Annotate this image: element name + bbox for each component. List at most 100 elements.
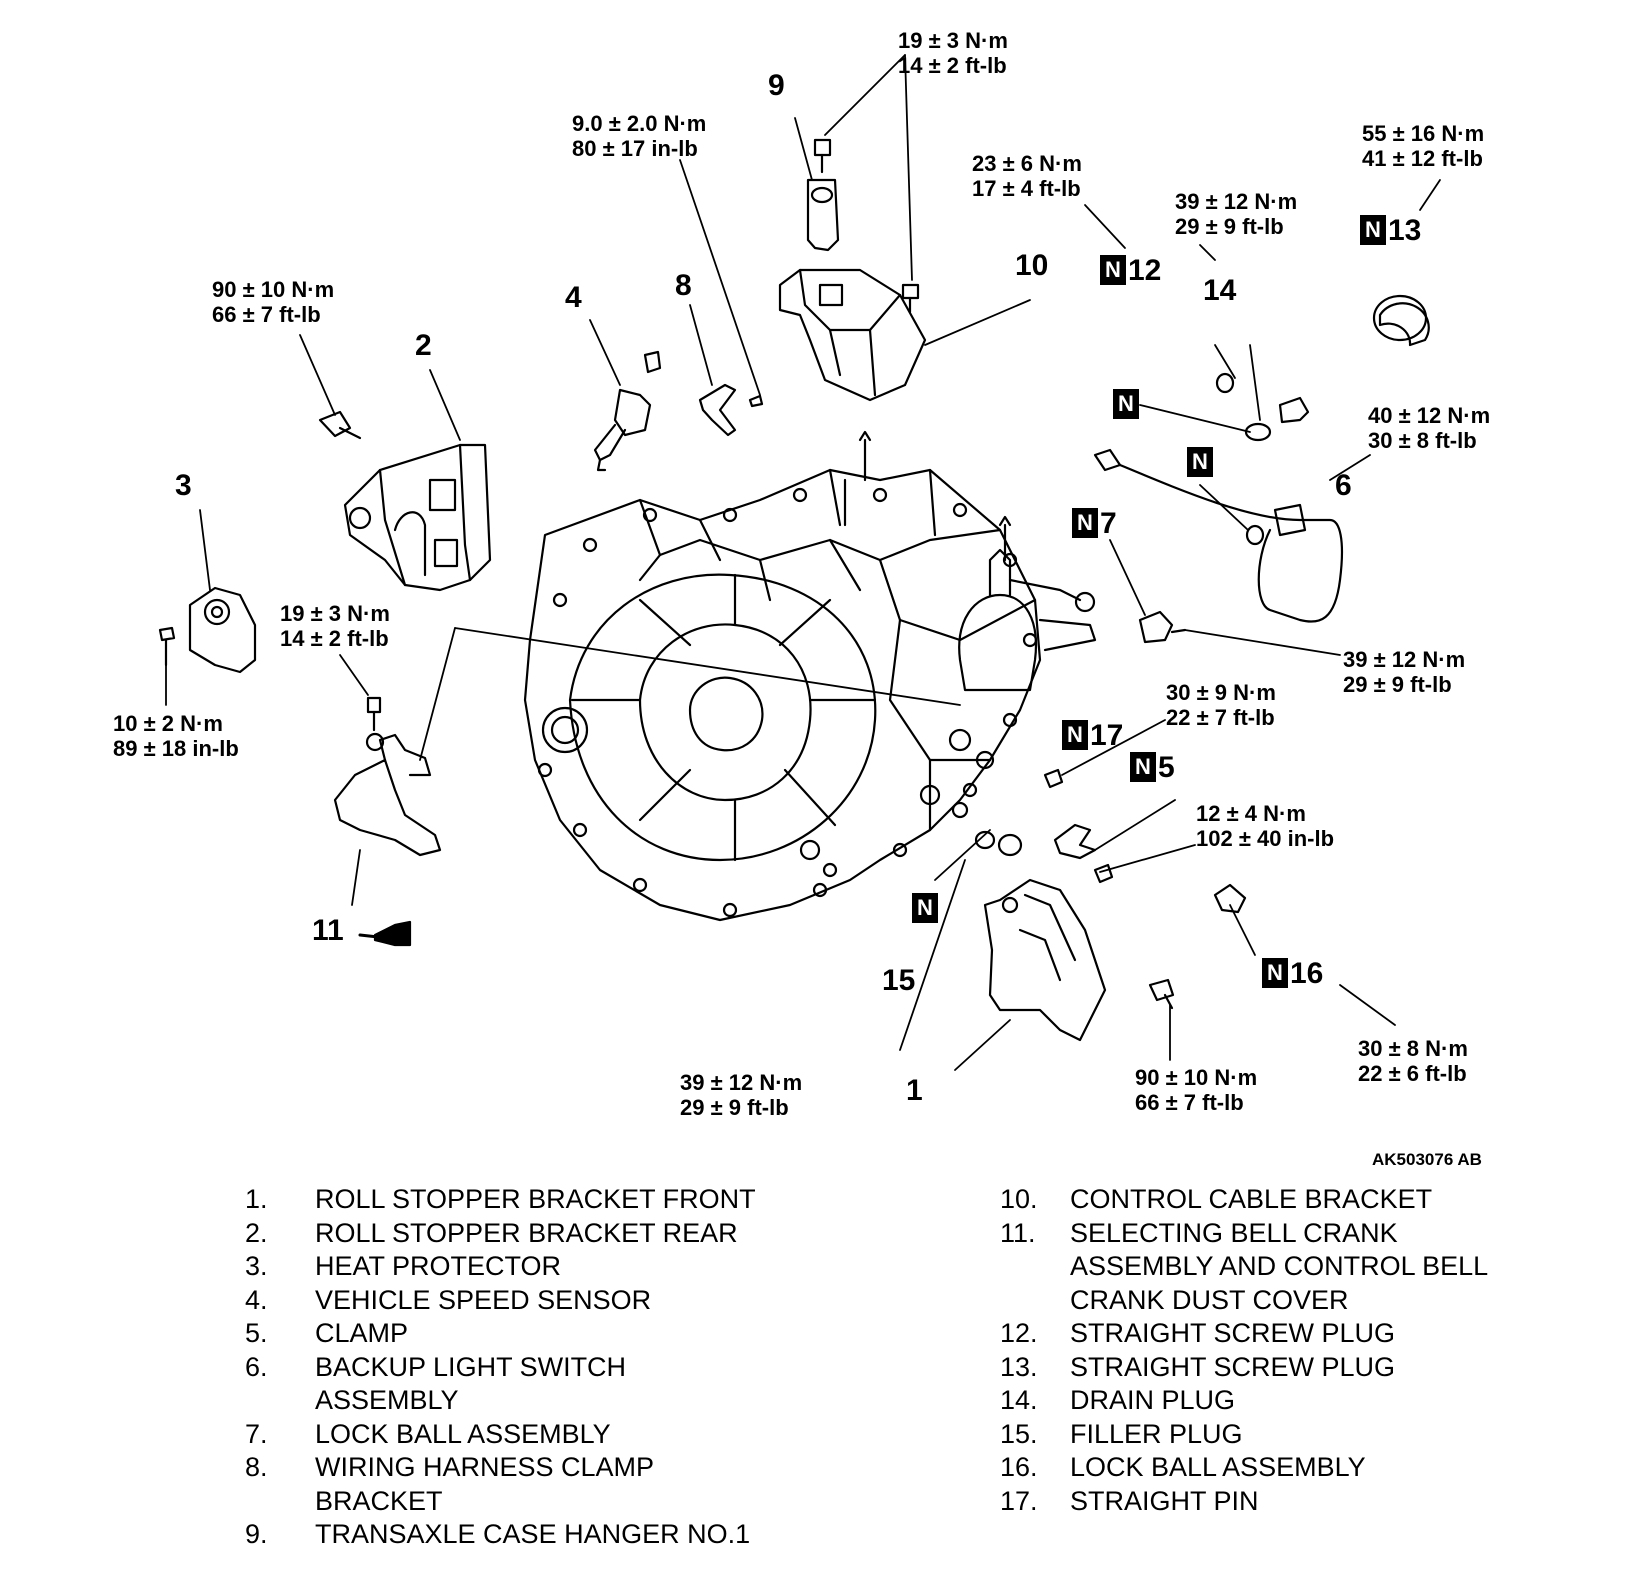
legend-item-number [245,1485,315,1519]
legend-item-number: 11. [1000,1217,1036,1248]
part-wiring-harness-clamp-bracket [698,383,764,437]
callout-6: 6 [1335,469,1352,502]
legend-item-label: STRAIGHT PIN [1070,1485,1259,1516]
legend-item-label: STRAIGHT SCREW PLUG [1070,1318,1396,1348]
legend-item: 11. SELECTING BELL CRANK [1000,1217,1560,1251]
legend-item: 13.STRAIGHT SCREW PLUG [1000,1351,1560,1385]
n-mark: N [1100,255,1126,285]
legend-item-label: ROLL STOPPER BRACKET FRONT [315,1184,756,1214]
legend-item-number: 16. [1000,1452,1038,1482]
legend-item: 9. TRANSAXLE CASE HANGER NO.1 [245,1518,825,1552]
legend-item: CRANK DUST COVER [1000,1284,1560,1318]
part-backup-light-switch [1093,448,1344,623]
legend-item: 3.HEAT PROTECTOR [245,1250,825,1284]
bolts-misc [318,410,1175,1010]
callout-14: 14 [1203,274,1237,307]
legend-item-label: FILLER PLUG [1070,1418,1243,1449]
legend-item-number: 12. [1000,1318,1038,1348]
legend-item: ASSEMBLY AND CONTROL BELL [1000,1250,1560,1284]
legend-item: 2. ROLL STOPPER BRACKET REAR [245,1217,825,1251]
legend-left: 1. ROLL STOPPER BRACKET FRONT 2. ROLL STOPP… [245,1183,825,1552]
legend-item-label: TRANSAXLE CASE HANGER NO.1 [315,1519,751,1549]
legend-item-label: ASSEMBLY [315,1385,459,1415]
callout-3: 3 [175,469,192,502]
legend-item-number: 7. [245,1418,268,1449]
legend-item-number: 5. [245,1318,268,1348]
legend-item-label: ASSEMBLY AND CONTROL BELL [1070,1251,1489,1281]
part-lock-ball-assembly-7 [1138,610,1187,644]
legend-item-number: 17. [1000,1485,1038,1516]
legend-item: 6.BACKUP LIGHT SWITCH [245,1351,825,1385]
part-straight-pin [1043,768,1064,789]
n-mark: N [1360,215,1386,245]
n-mark-oring-6: N [1187,447,1213,477]
diagram-code: AK503076 AB [1372,1150,1482,1169]
part-transaxle-case-hanger [806,138,920,314]
transaxle-case [523,430,1097,922]
callout-11: 11 [312,914,344,947]
legend-item: 1. ROLL STOPPER BRACKET FRONT [245,1183,825,1217]
legend-item-label: STRAIGHT SCREW PLUG [1070,1351,1396,1382]
legend-item-label: ROLL STOPPER BRACKET REAR [315,1217,738,1248]
legend-item-label: CRANK DUST COVER [1070,1284,1349,1315]
part-clamp [1053,823,1097,860]
part-heat-protector [158,586,257,674]
legend-item: ASSEMBLY [245,1384,825,1418]
callout-9: 9 [768,69,785,102]
legend-item-number: 2. [245,1217,268,1248]
n-mark: N [1130,752,1156,782]
legend-item-label: CONTROL CABLE BRACKET [1070,1184,1433,1214]
legend-item: 10. CONTROL CABLE BRACKET [1000,1183,1560,1217]
legend-item-label: VEHICLE SPEED SENSOR [315,1284,652,1315]
part-control-cable-bracket [778,268,927,402]
part-vehicle-speed-sensor [593,350,662,472]
n-mark: N [1262,958,1288,988]
n-mark: N [1072,508,1098,538]
n-mark-oring-14: N [1113,389,1139,419]
legend-item-label: SELECTING BELL CRANK [1070,1217,1398,1248]
legend-item-label: DRAIN PLUG [1070,1385,1236,1415]
callout-15: 15 [882,964,916,997]
callout-10: 10 [1015,249,1049,282]
legend-item: 5. CLAMP [245,1317,825,1351]
part-lock-ball-assembly-16 [1213,883,1247,914]
legend-item-number: 4. [245,1284,268,1315]
legend-item-number: 9. [245,1519,268,1549]
legend-item-number: 10. [1000,1184,1038,1214]
legend-item: BRACKET [245,1485,825,1519]
legend-item-number: 1. [245,1184,268,1214]
callout-4: 4 [565,281,582,314]
legend-item-label: LOCK BALL ASSEMBLY [1070,1452,1366,1482]
legend-item-number [1000,1284,1070,1318]
legend-item-number [1000,1250,1070,1284]
legend-item: 8.WIRING HARNESS CLAMP [245,1451,825,1485]
part-roll-stopper-bracket-rear [343,443,492,592]
legend-item-label: BACKUP LIGHT SWITCH [315,1351,627,1382]
legend-item-number: 15. [1000,1418,1038,1449]
part-drain-plug [1278,396,1310,424]
legend-item: 17. STRAIGHT PIN [1000,1485,1560,1519]
legend-item-label: CLAMP [315,1318,409,1348]
callout-2: 2 [415,329,432,362]
legend-item: 12. STRAIGHT SCREW PLUG [1000,1317,1560,1351]
transaxle-exploded-diagram [158,54,1441,1071]
part-roll-stopper-bracket-front [983,878,1107,1042]
legend-item-label: BRACKET [315,1485,443,1516]
tool-symbol [358,920,412,947]
